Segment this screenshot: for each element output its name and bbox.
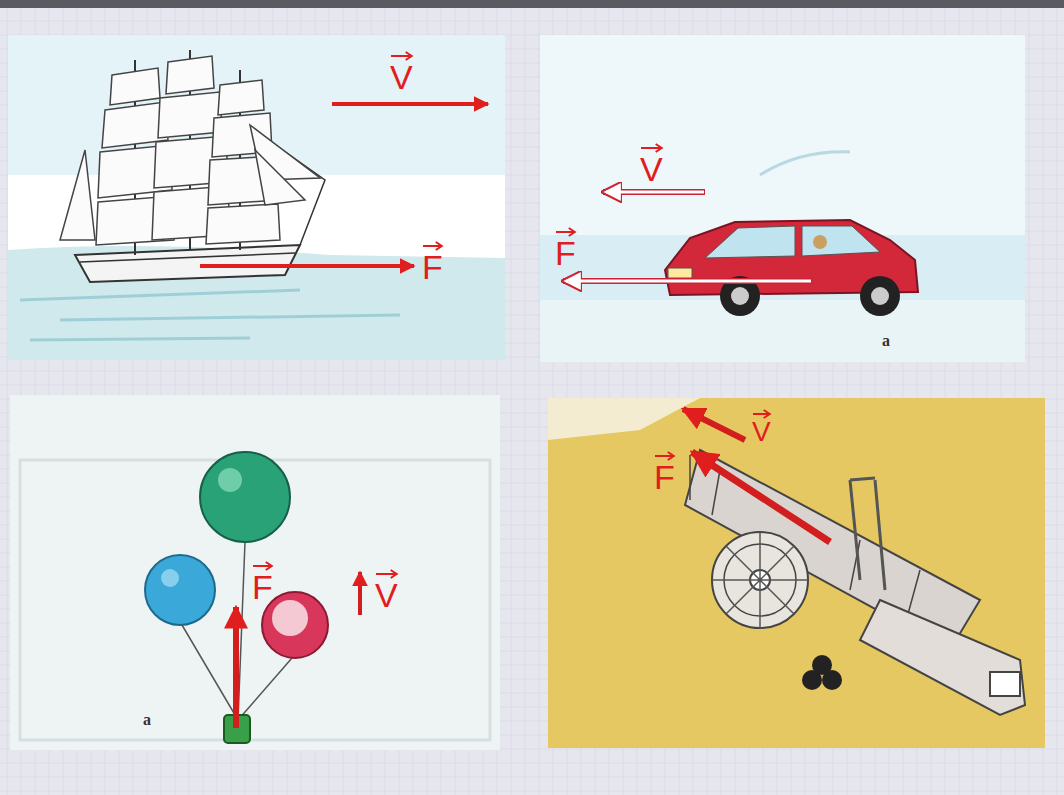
top-bar xyxy=(0,0,1064,8)
vector-arrow xyxy=(555,227,580,237)
figure-letter: а xyxy=(882,333,890,349)
car-panel xyxy=(540,35,1025,362)
balloons-panel xyxy=(10,395,500,750)
vector-symbol: V xyxy=(752,418,771,446)
cannon-panel xyxy=(548,398,1045,748)
vector-arrow xyxy=(654,451,679,461)
vector-arrow xyxy=(752,409,775,419)
figure-letter: а xyxy=(143,712,151,728)
vector-symbol: F xyxy=(654,460,675,494)
vector-symbol: V xyxy=(375,578,398,612)
vector-symbol: F xyxy=(422,250,443,284)
vector-symbol: F xyxy=(555,236,576,270)
vector-arrow xyxy=(640,143,667,153)
vector-arrow xyxy=(375,569,402,579)
vector-symbol: F xyxy=(252,570,273,604)
vector-symbol: V xyxy=(390,60,413,94)
ship-panel xyxy=(8,35,505,360)
vector-arrow xyxy=(252,561,277,571)
vector-arrow xyxy=(422,241,447,251)
vector-arrow xyxy=(390,51,417,61)
vector-symbol: V xyxy=(640,152,663,186)
